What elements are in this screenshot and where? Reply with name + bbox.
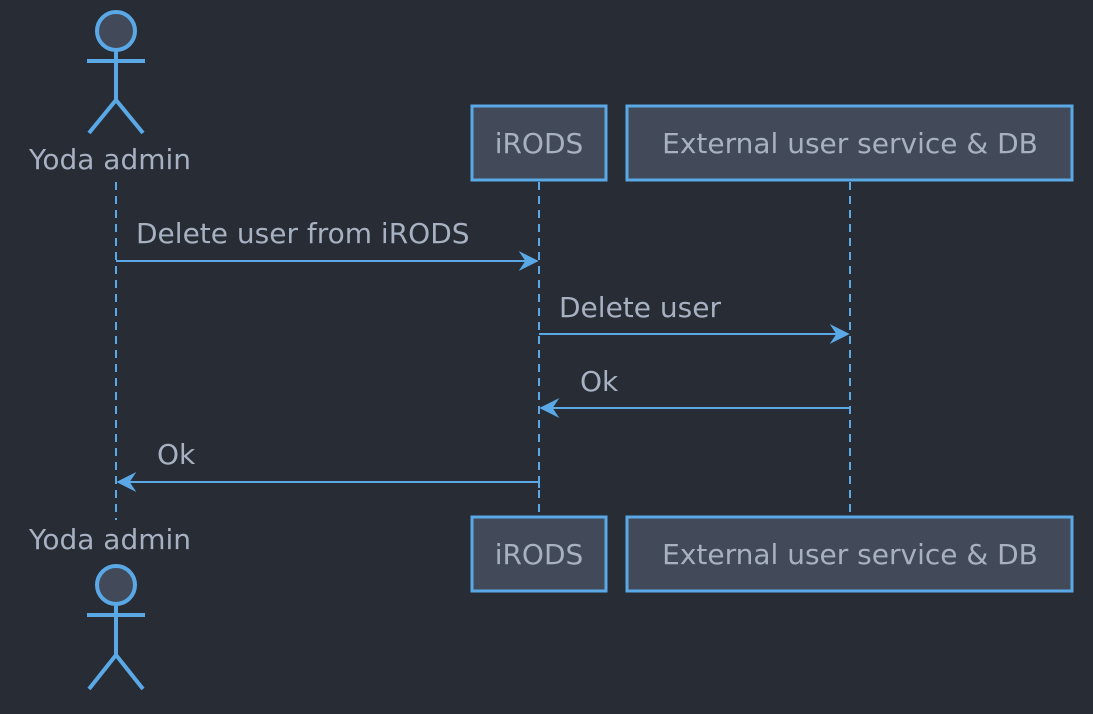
participant-box: [470, 515, 608, 593]
actor-yoda-admin-top: Yoda admin: [28, 10, 191, 176]
message-delete-user-from-irods: Delete user from iRODS: [116, 217, 539, 271]
participant-box: [625, 515, 1074, 593]
actor-yoda-admin-bottom: Yoda admin: [28, 523, 191, 691]
participant-label: External user service & DB: [662, 127, 1038, 160]
actor-label-top: Yoda admin: [28, 143, 191, 176]
message-delete-user: Delete user: [539, 291, 850, 344]
message-ok-return-1: Ok: [539, 365, 850, 418]
message-label: Ok: [580, 365, 619, 398]
actor-head-icon: [95, 564, 137, 606]
participant-irods-bottom: iRODS: [470, 515, 608, 593]
message-label: Delete user from iRODS: [136, 217, 470, 250]
message-label: Ok: [157, 438, 196, 471]
participant-box: [625, 104, 1074, 182]
message-label: Delete user: [559, 291, 721, 324]
participant-label: iRODS: [495, 538, 584, 571]
participant-box: [470, 104, 608, 182]
message-ok-return-2: Ok: [116, 438, 540, 492]
participant-irods-top: iRODS: [470, 104, 608, 182]
actor-head-icon: [95, 10, 137, 52]
participant-external-service-top: External user service & DB: [625, 104, 1074, 182]
participant-label: iRODS: [495, 127, 584, 160]
participant-label: External user service & DB: [662, 538, 1038, 571]
actor-label-bottom: Yoda admin: [28, 523, 191, 556]
participant-external-service-bottom: External user service & DB: [625, 515, 1074, 593]
